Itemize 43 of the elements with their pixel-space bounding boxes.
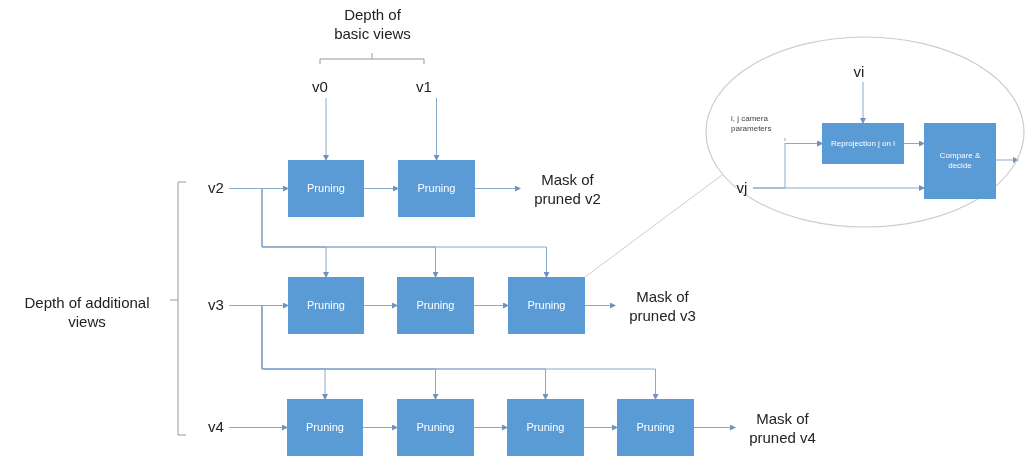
process-box: Pruning [617, 399, 694, 456]
arrow [363, 302, 398, 309]
parameter-label: i, j camera parameters [731, 110, 807, 138]
arrow [995, 157, 1019, 163]
process-box: Pruning [287, 399, 363, 456]
caption-text: Depth of basic views [325, 2, 420, 46]
view-label: vj [731, 177, 753, 199]
caption-text: Mask of pruned v4 [735, 404, 830, 452]
arrow [693, 424, 736, 431]
process-box: Pruning [507, 399, 584, 456]
arrow [228, 188, 550, 278]
caption-text: Mask of pruned v2 [520, 165, 615, 213]
arrow [473, 302, 509, 309]
arrow [323, 97, 329, 161]
process-box: Compare & decide [924, 123, 996, 199]
caption-text: Mask of pruned v3 [615, 282, 710, 330]
process-box: Pruning [397, 277, 474, 334]
arrow [752, 140, 823, 189]
caption-text: Depth of additional views [22, 290, 152, 334]
connector-line [584, 174, 723, 278]
process-box: Pruning [288, 160, 364, 217]
arrow [903, 140, 925, 147]
arrow [474, 185, 521, 192]
arrow [362, 424, 398, 431]
arrow [363, 185, 399, 192]
process-box: Pruning [397, 399, 474, 456]
view-label: v2 [203, 177, 229, 199]
arrow [473, 424, 508, 431]
view-label: v3 [203, 294, 229, 316]
arrow [584, 302, 616, 309]
view-label: vi [848, 62, 870, 82]
view-label: v4 [203, 416, 229, 438]
arrow [228, 305, 659, 400]
process-box: Reprojection j on i [822, 123, 904, 164]
arrow [228, 424, 288, 431]
process-box: Pruning [288, 277, 364, 334]
arrow [583, 424, 618, 431]
view-label: v1 [412, 76, 436, 98]
arrow [433, 97, 440, 161]
process-box: Pruning [398, 160, 475, 217]
arrow [860, 81, 866, 124]
process-box: Pruning [508, 277, 585, 334]
view-label: v0 [308, 76, 332, 98]
